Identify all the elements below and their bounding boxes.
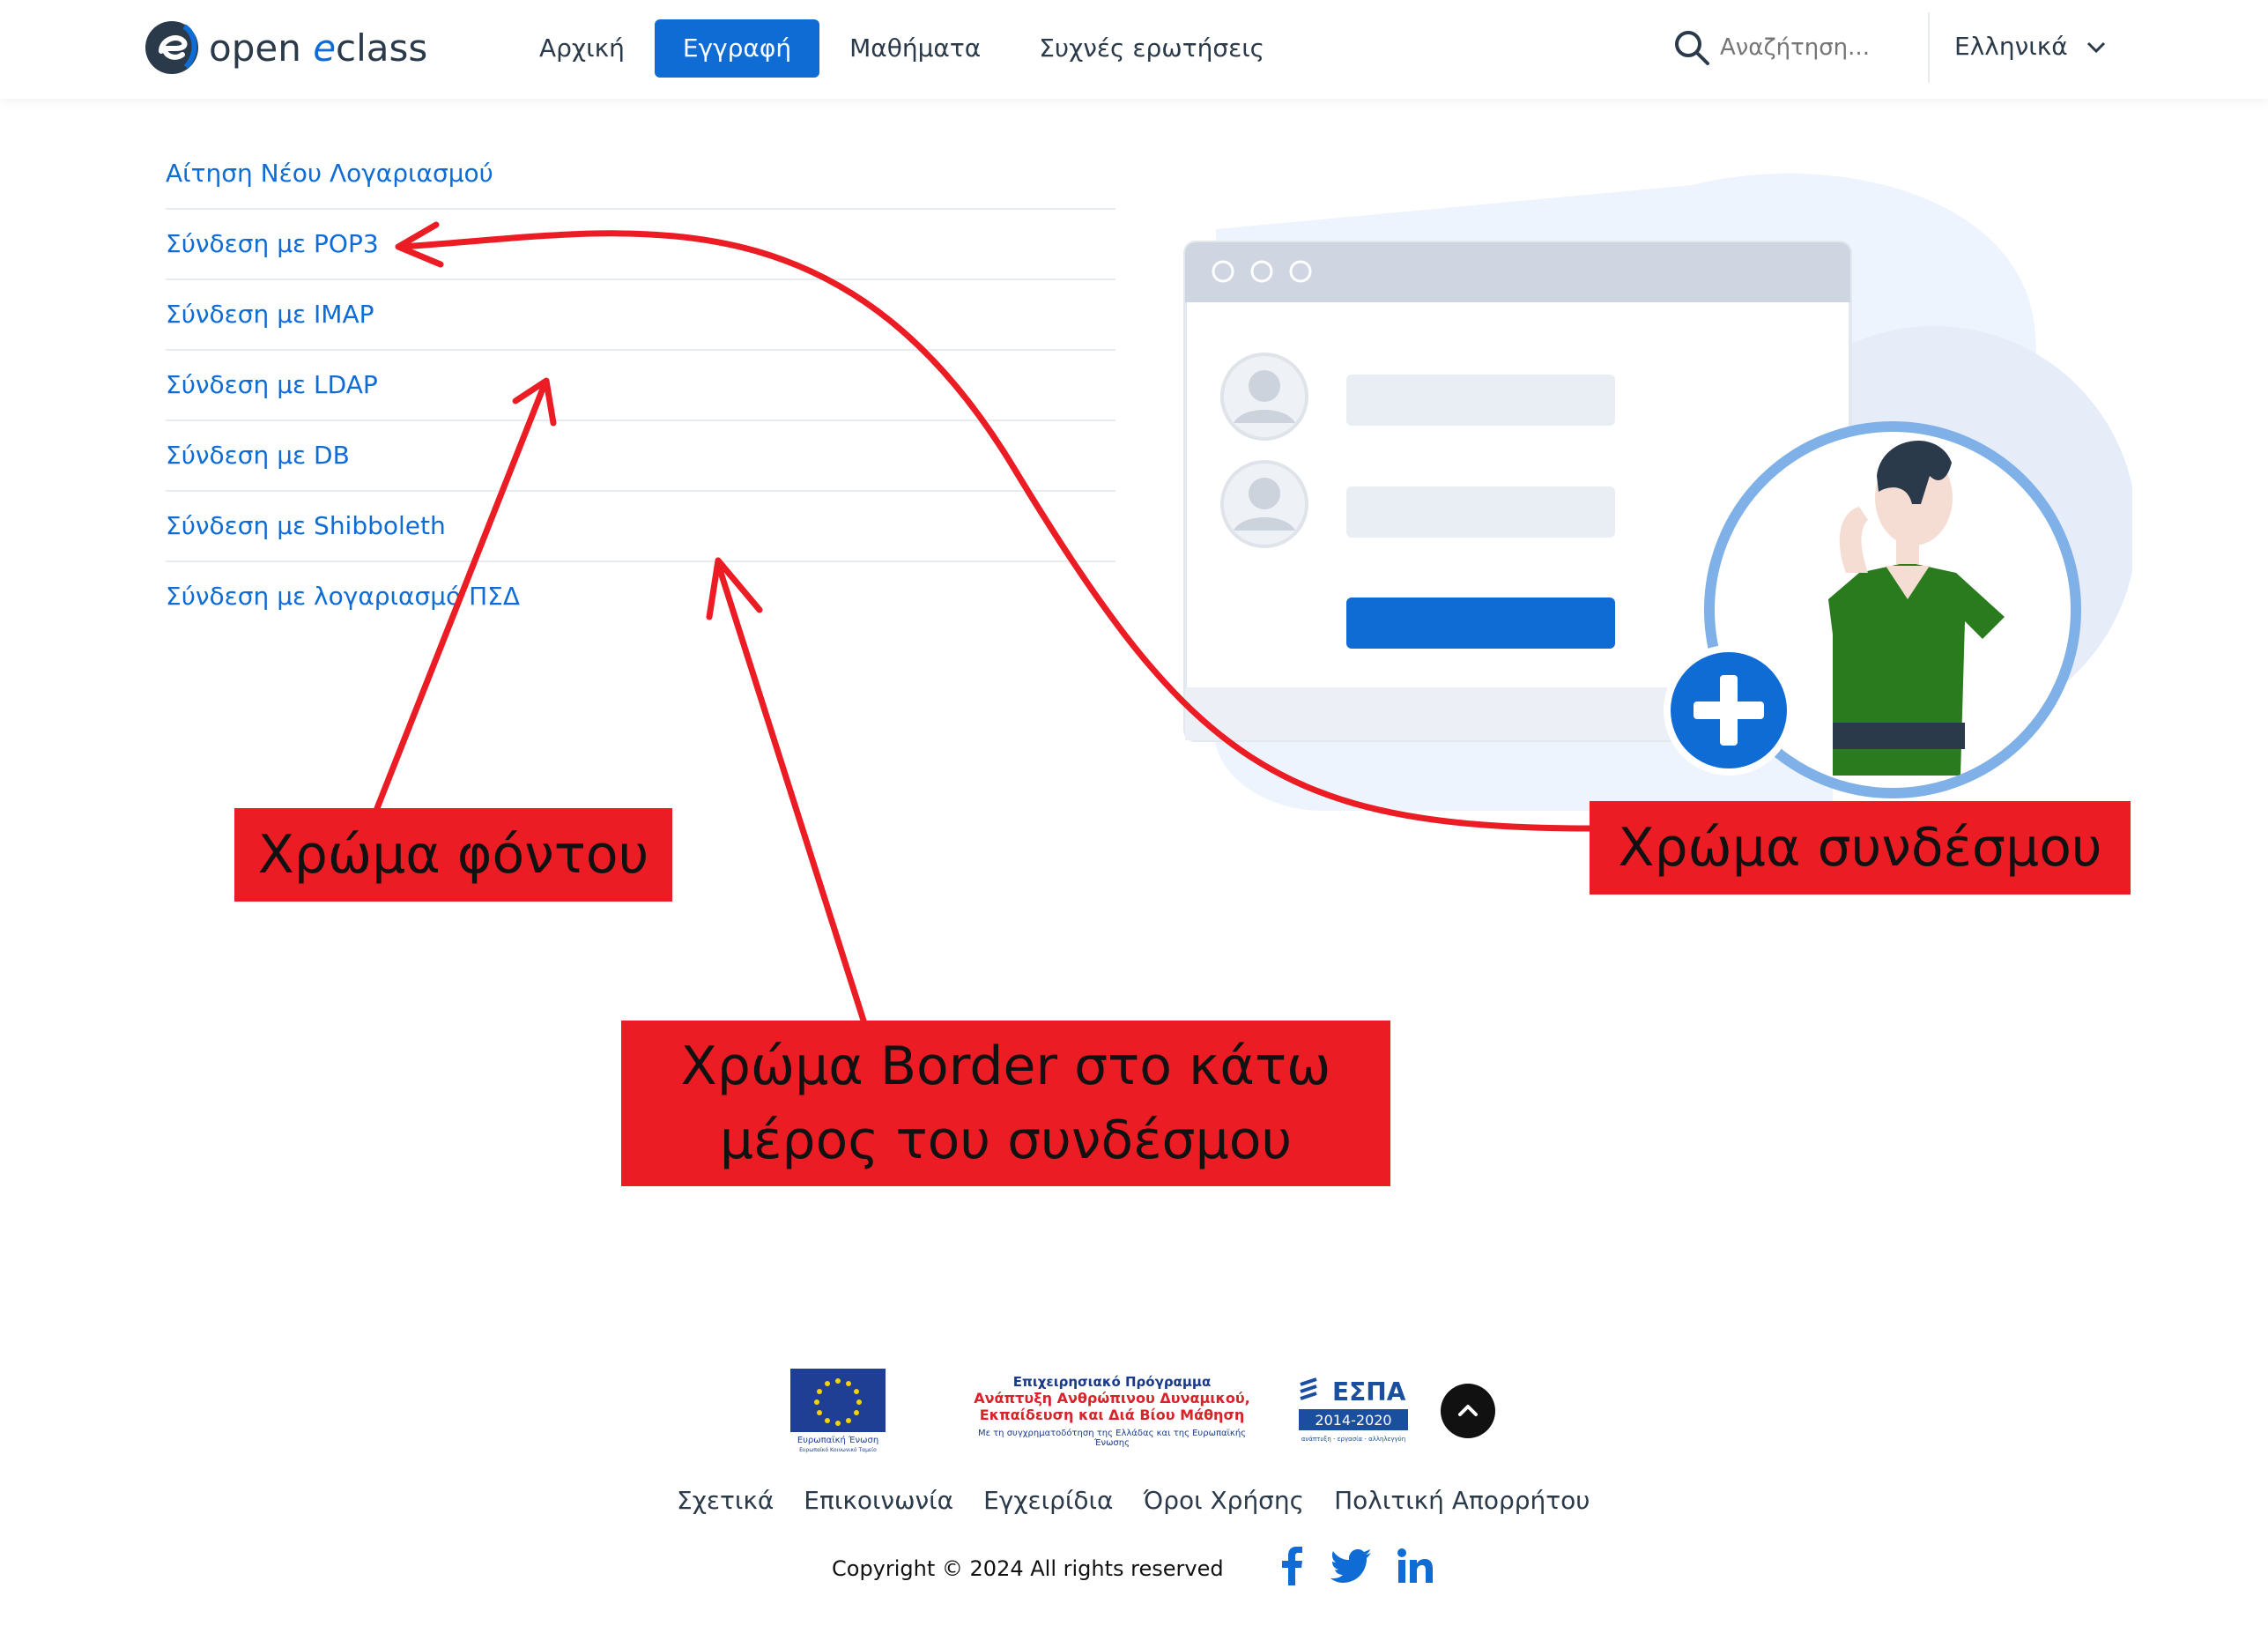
link-login-shibboleth[interactable]: Σύνδεση με Shibboleth [166, 492, 1115, 562]
eu-flag-logo: Ευρωπαϊκή Ένωση Ευρωπαϊκό Κοινωνικό Ταμε… [790, 1369, 886, 1453]
link-new-account-request[interactable]: Αίτηση Νέου Λογαριασμού [166, 139, 1115, 210]
link-login-imap[interactable]: Σύνδεση με IMAP [166, 280, 1115, 351]
nav-home[interactable]: Αρχική [539, 33, 625, 63]
facebook-icon[interactable] [1279, 1547, 1304, 1589]
operational-program-logo: Επιχειρησιακό Πρόγραμμα Ανάπτυξη Ανθρώπι… [962, 1374, 1262, 1448]
sponsor-logos: Ευρωπαϊκή Ένωση Ευρωπαϊκό Κοινωνικό Ταμε… [789, 1362, 1495, 1459]
eclass-logo-icon [145, 21, 198, 74]
logo-word-class: class [336, 26, 428, 70]
footer-link-contact[interactable]: Επικοινωνία [804, 1486, 954, 1515]
twitter-icon[interactable] [1330, 1549, 1371, 1586]
registration-illustration [1183, 173, 2132, 811]
annotation-background-color: Χρώμα φόντου [234, 808, 672, 902]
footer-link-terms[interactable]: Όροι Χρήσης [1143, 1486, 1305, 1515]
chevron-up-icon [1458, 1405, 1478, 1416]
footer-nav: Σχετικά Επικοινωνία Εγχειρίδια Όροι Χρήσ… [677, 1486, 1619, 1515]
program-line1: Επιχειρησιακό Πρόγραμμα [1012, 1374, 1212, 1390]
link-login-db[interactable]: Σύνδεση με DB [166, 421, 1115, 492]
nav-faq[interactable]: Συχνές ερωτήσεις [1039, 33, 1265, 63]
eu-caption: Ευρωπαϊκή Ένωση [797, 1435, 878, 1445]
espa-years: 2014-2020 [1315, 1412, 1391, 1429]
link-login-ldap[interactable]: Σύνδεση με LDAP [166, 351, 1115, 421]
eu-subcaption: Ευρωπαϊκό Κοινωνικό Ταμείο [799, 1447, 877, 1453]
footer-link-about[interactable]: Σχετικά [677, 1486, 775, 1515]
registration-options-list: Αίτηση Νέου Λογαριασμού Σύνδεση με POP3 … [166, 139, 1115, 633]
annotation-border-color: Χρώμα Border στο κάτω μέρος του συνδέσμο… [621, 1021, 1390, 1186]
nav-courses[interactable]: Μαθήματα [849, 33, 982, 63]
chevron-down-icon [2086, 41, 2105, 53]
espa-title: ΕΣΠΑ [1332, 1377, 1406, 1407]
linkedin-icon[interactable] [1397, 1548, 1433, 1587]
espa-logo: ΕΣΠΑ 2014-2020 ανάπτυξη - εργασία - αλλη… [1299, 1377, 1408, 1443]
language-label: Ελληνικά [1954, 32, 2068, 61]
language-selector[interactable]: Ελληνικά [1954, 32, 2109, 61]
annotation-border-line1: Χρώμα Border στο κάτω [680, 1036, 1331, 1097]
annotation-border-line2: μέρος του συνδέσμου [719, 1110, 1293, 1171]
top-header: open eclass Αρχική Εγγραφή Μαθήματα Συχν… [0, 0, 2268, 99]
footer-link-privacy[interactable]: Πολιτική Απορρήτου [1334, 1486, 1590, 1515]
search-box [1672, 28, 1896, 67]
logo-word-open: open [209, 26, 301, 70]
scroll-to-top-button[interactable] [1441, 1384, 1495, 1438]
nav-register[interactable]: Εγγραφή [654, 19, 820, 78]
openeclass-logo[interactable]: open eclass [144, 19, 427, 76]
footer-link-manuals[interactable]: Εγχειρίδια [983, 1486, 1114, 1515]
social-links [1279, 1547, 1459, 1589]
main-nav: Αρχική Εγγραφή Μαθήματα Συχνές ερωτήσεις [511, 19, 1294, 78]
copyright-text: Copyright © 2024 All rights reserved [832, 1556, 1224, 1581]
espa-tagline: ανάπτυξη - εργασία - αλληλεγγύη [1301, 1436, 1405, 1443]
program-line2: Ανάπτυξη Ανθρώπινου Δυναμικού, [974, 1390, 1250, 1407]
logo-letter-e: e [313, 26, 337, 70]
logo-text: open eclass [209, 26, 427, 70]
search-input[interactable] [1720, 34, 1896, 61]
program-line3: Εκπαίδευση και Διά Βίου Μάθηση [979, 1407, 1245, 1423]
header-divider [1928, 12, 1930, 83]
program-line4: Με τη συγχρηματοδότηση της Ελλάδας και τ… [977, 1429, 1247, 1448]
search-icon[interactable] [1672, 28, 1711, 67]
link-login-psd[interactable]: Σύνδεση με λογαριασμό ΠΣΔ [166, 582, 520, 611]
annotation-link-color: Χρώμα συνδέσμου [1590, 801, 2131, 895]
link-login-pop3[interactable]: Σύνδεση με POP3 [166, 210, 1115, 280]
